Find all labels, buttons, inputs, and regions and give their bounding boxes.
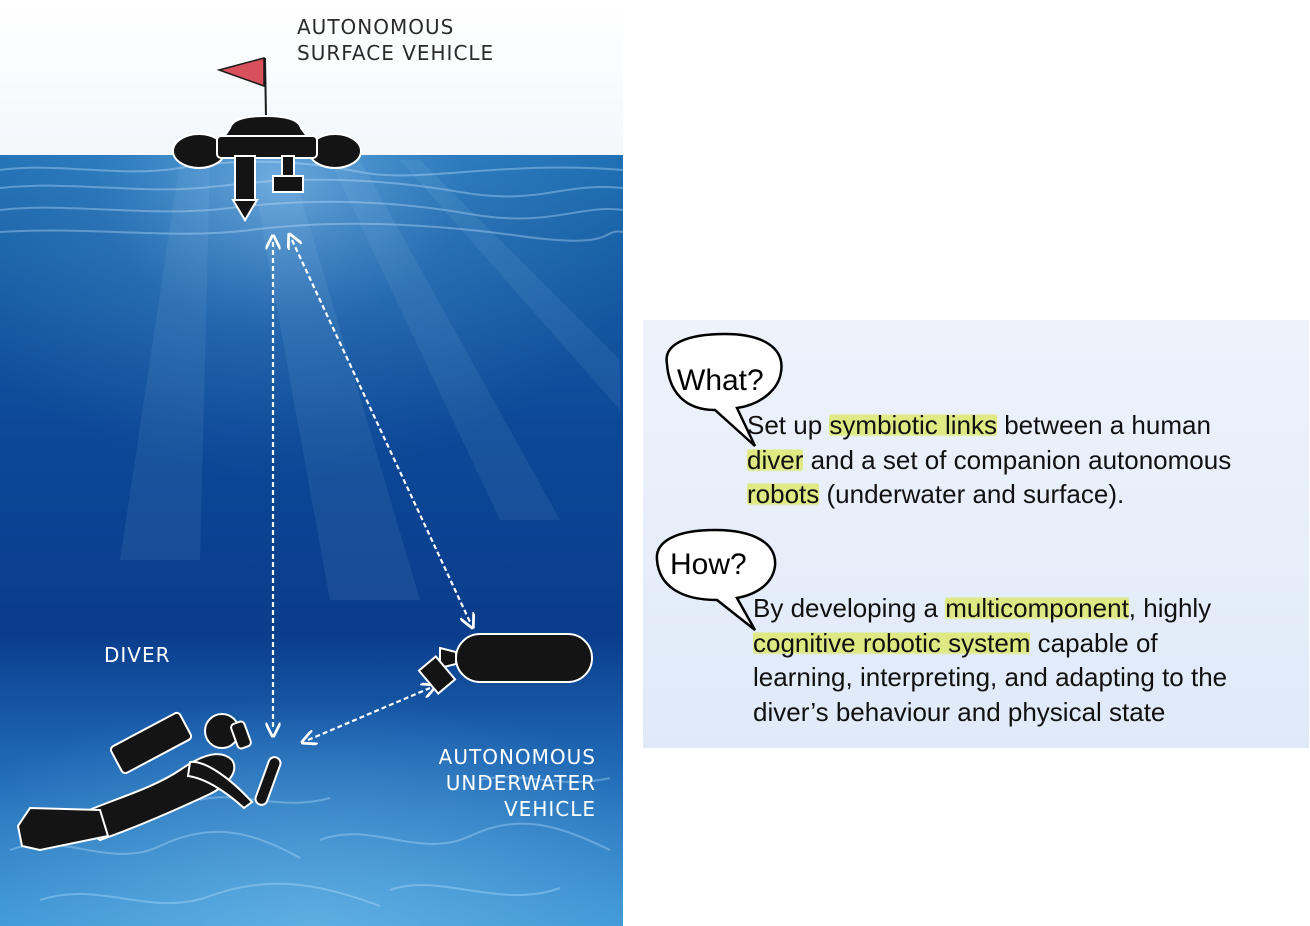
- flag-icon: [216, 57, 265, 88]
- underwater-vehicle-label-line2: UNDERWATER: [445, 771, 596, 795]
- speech-bubbles: [655, 332, 783, 631]
- what-speech-bubble-icon: [665, 332, 783, 447]
- highlight-symbiotic-links: symbiotic links: [829, 410, 997, 440]
- how-line-2: cognitive robotic system capable of: [753, 627, 1158, 658]
- diver-icon: [16, 711, 282, 852]
- sky: [0, 0, 623, 158]
- surface-vehicle: [172, 57, 362, 222]
- what-line-3: robots (underwater and surface).: [747, 479, 1125, 509]
- surface-vehicle-label-line2: SURFACE VEHICLE: [297, 41, 495, 65]
- how-speech-bubble-icon: [655, 528, 777, 631]
- how-heading: How?: [670, 548, 747, 581]
- diver-label-text: DIVER: [104, 643, 171, 667]
- underwater-vehicle-label-line1: AUTONOMOUS: [438, 745, 596, 769]
- diver-label: DIVER: [104, 642, 171, 668]
- underwater-vehicle: [417, 633, 593, 695]
- description-panel: What? How? Set up symbiotic links betwee…: [643, 320, 1309, 748]
- underwater-vehicle-label: AUTONOMOUS UNDERWATER VEHICLE: [424, 744, 596, 822]
- highlight-cognitive-robotic-system: cognitive robotic system: [753, 627, 1031, 658]
- surface-vehicle-label: AUTONOMOUS SURFACE VEHICLE: [297, 14, 494, 66]
- how-line-3: learning, interpreting, and adapting to …: [753, 662, 1228, 692]
- communication-links: [273, 240, 470, 740]
- highlight-diver: diver: [747, 444, 804, 475]
- underwater-vehicle-label-line3: VEHICLE: [504, 797, 596, 821]
- what-line-2: diver and a set of companion autonomous: [747, 444, 1232, 475]
- what-line-1: Set up symbiotic links between a human: [747, 410, 1211, 440]
- highlight-robots: robots: [747, 479, 820, 509]
- surface-vehicle-label-line1: AUTONOMOUS: [297, 15, 455, 39]
- how-line-4: diver’s behaviour and physical state: [753, 696, 1166, 727]
- what-heading: What?: [677, 364, 764, 397]
- highlight-multicomponent: multicomponent: [945, 593, 1129, 623]
- how-line-1: By developing a multicomponent, highly: [753, 593, 1212, 623]
